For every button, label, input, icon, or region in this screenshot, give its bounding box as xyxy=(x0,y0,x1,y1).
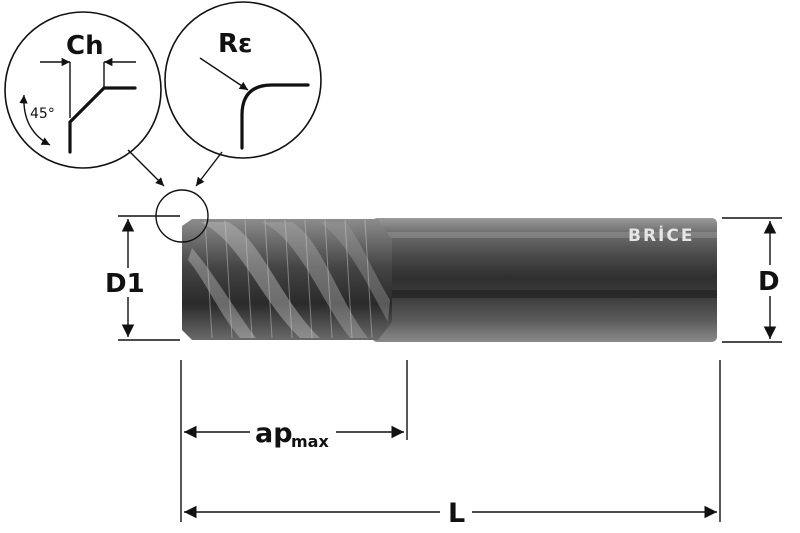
end-mill-tool: BRİCE xyxy=(182,218,717,342)
d1-label: D1 xyxy=(105,269,145,299)
chamfer-callout: Ch 45° xyxy=(4,11,162,169)
ap-sub-label: max xyxy=(291,432,329,451)
tool-flutes xyxy=(182,219,392,340)
radius-label: Rε xyxy=(218,29,253,59)
d-label: D xyxy=(758,267,780,297)
dimension-d: D xyxy=(722,217,782,343)
angle-label: 45° xyxy=(30,106,55,122)
radius-profile xyxy=(240,83,310,150)
angle-arc xyxy=(19,94,51,146)
chamfer-leader xyxy=(127,149,165,187)
radius-callout: Rε xyxy=(164,1,322,159)
l-label: L xyxy=(448,498,465,529)
brand-logo: BRİCE xyxy=(628,224,694,246)
radius-detail-leader xyxy=(195,151,223,187)
dimension-d1: D1 xyxy=(105,215,180,341)
dimension-ap-max: ap max xyxy=(184,418,404,451)
radius-leader xyxy=(199,57,249,91)
chamfer-label: Ch xyxy=(66,31,104,61)
dimension-l: L xyxy=(184,498,717,529)
tool-shank xyxy=(372,218,717,342)
ap-label: ap xyxy=(255,418,293,449)
chamfer-profile xyxy=(68,86,137,154)
